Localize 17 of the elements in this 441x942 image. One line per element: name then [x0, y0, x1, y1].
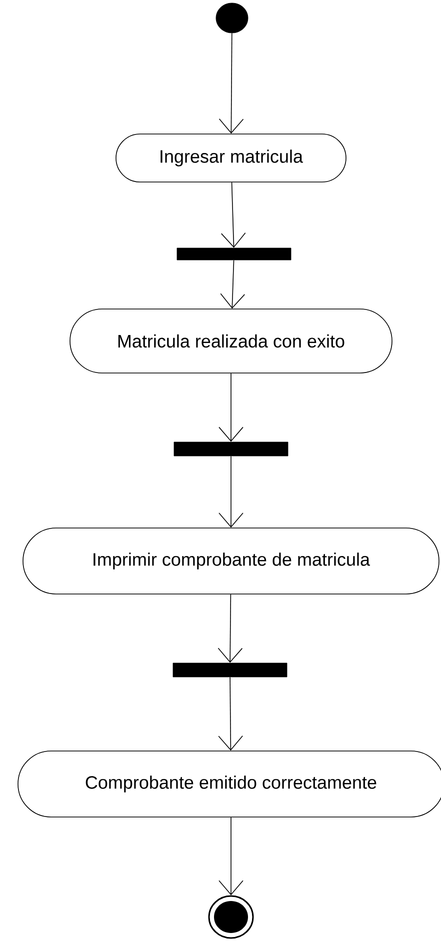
sync-bar: [172, 662, 288, 678]
arrow: [218, 594, 243, 663]
arrow: [220, 260, 246, 309]
arrow: [218, 817, 244, 896]
arrow: [218, 676, 243, 751]
arrow: [218, 32, 244, 134]
action-box: Comprobante emitido correctamente: [18, 750, 441, 818]
end-node: [208, 895, 254, 939]
action-box: Matricula realizada con exito: [70, 308, 392, 374]
arrow: [218, 456, 244, 528]
arrow: [218, 373, 244, 442]
action-box: Ingresar matricula: [116, 134, 346, 182]
action-box: Imprimir comprobante de matricula: [22, 528, 440, 594]
arrow: [220, 182, 246, 248]
sync-bar: [176, 248, 292, 260]
sync-bar: [174, 442, 288, 456]
start-node: [216, 2, 248, 34]
